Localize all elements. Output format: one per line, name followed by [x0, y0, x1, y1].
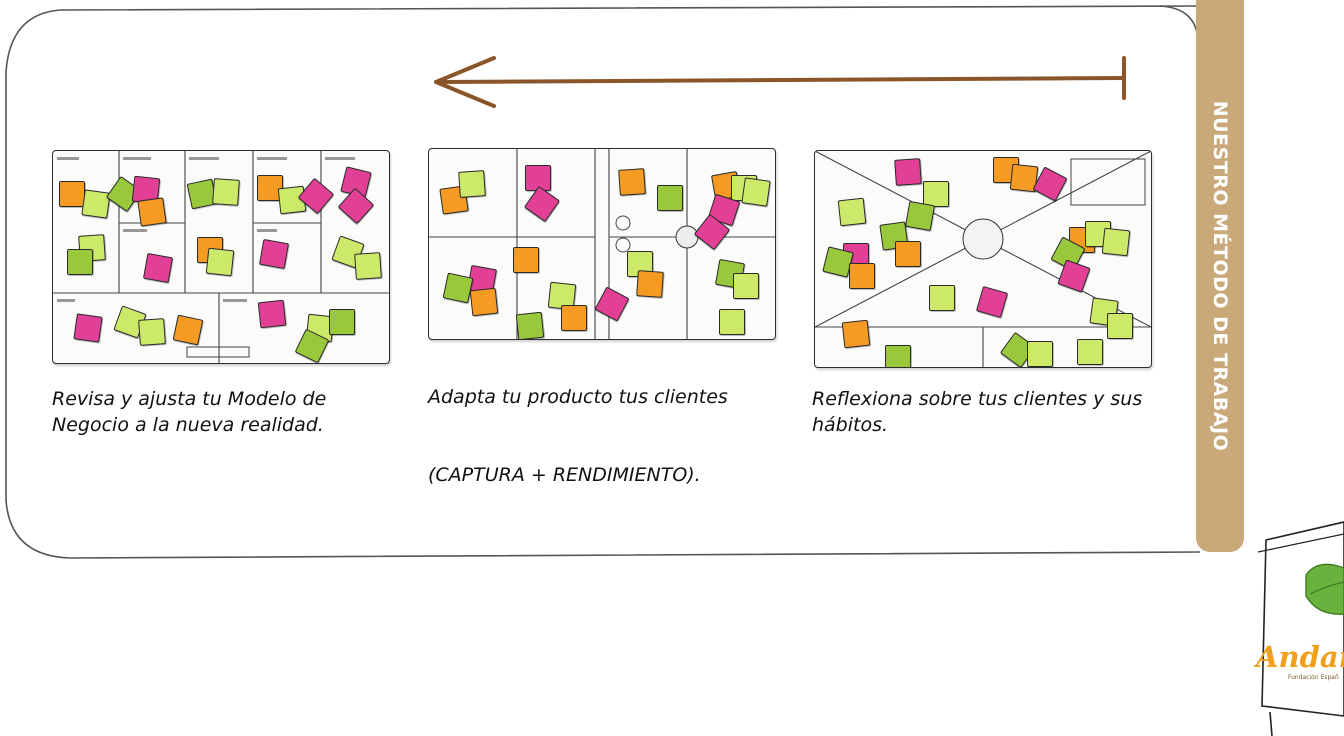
step-2-caption-extra: (CAPTURA + RENDIMIENTO). — [428, 464, 701, 486]
step-2-caption: Adapta tu producto tus clientes — [428, 386, 728, 408]
logo-tagline: Fundación Españ — [1288, 674, 1339, 681]
frame-top-right-curve — [1159, 5, 1199, 41]
business-model-canvas-image — [52, 150, 390, 364]
empathy-map-canvas-image — [814, 150, 1152, 368]
logo-wordmark: Andan — [1256, 640, 1344, 674]
step-3-caption: Reflexiona sobre tus clientes y sus hábi… — [812, 388, 1143, 436]
left-arrow-icon — [434, 56, 1126, 108]
logo-sign — [1257, 521, 1344, 736]
value-proposition-canvas-image — [428, 148, 776, 340]
rounded-frame-border — [5, 5, 1201, 559]
step-1-caption: Revisa y ajusta tu Modelo de Negocio a l… — [52, 388, 327, 436]
side-tab — [1196, 0, 1244, 552]
side-tab-title: NUESTRO MÉTODO DE TRABAJO — [1209, 100, 1231, 452]
leaf-icon — [1305, 563, 1344, 615]
